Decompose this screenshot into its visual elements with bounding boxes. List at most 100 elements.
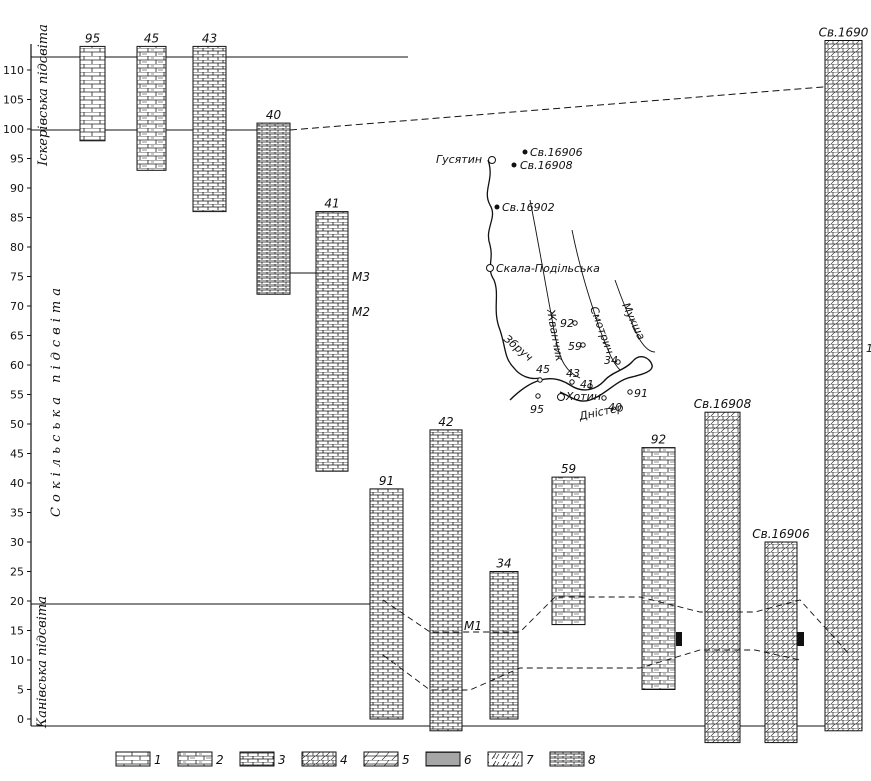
- well-16902-marker: [494, 204, 500, 210]
- column-sv16908: [704, 411, 741, 744]
- tick-label: 80: [10, 241, 24, 254]
- point-43-marker: [569, 379, 575, 385]
- point-45-marker: [537, 377, 543, 383]
- marker-m3: M3: [352, 270, 370, 284]
- column-91: [369, 488, 404, 720]
- column-92: [641, 447, 676, 690]
- black-marker-92: [676, 632, 682, 646]
- tick-label: 75: [10, 271, 24, 284]
- tick-label: 90: [10, 182, 24, 195]
- well-16906: Св.16906: [530, 146, 583, 159]
- point-43: 43: [566, 367, 580, 380]
- dniester-river: [509, 356, 653, 402]
- point-92: 92: [560, 317, 574, 330]
- river-mukscha: Мукша: [619, 301, 648, 342]
- smotrych-river: [571, 229, 621, 371]
- column-label-41: 41: [324, 197, 339, 211]
- marker-m2: M2: [352, 305, 370, 319]
- tick-label: 105: [3, 94, 24, 107]
- legend-label-8: 8: [588, 753, 596, 767]
- legend-label-3: 3: [278, 753, 286, 767]
- legend-label-1: 1: [154, 753, 162, 767]
- legend-label-6: 6: [464, 753, 472, 767]
- column-label-92: 92: [651, 433, 666, 447]
- point-59: 59: [568, 340, 582, 353]
- stage-label-kanivska: Канівська підсвіта: [35, 596, 50, 729]
- point-92-marker: [572, 320, 578, 326]
- mukscha-river: [614, 279, 656, 353]
- depth-ticks: 0510152025303540455055606570758085909510…: [3, 64, 31, 726]
- skala-marker: [486, 264, 494, 272]
- well-16908: Св.16908: [520, 159, 573, 172]
- column-34: [489, 571, 519, 720]
- zbruch-river: [486, 159, 541, 380]
- tick-label: 15: [10, 625, 24, 638]
- legend-swatch-3: [239, 751, 275, 767]
- place-skala: Скала-Подільська: [496, 262, 600, 275]
- legend-swatch-6: [425, 751, 461, 767]
- tick-label: 5: [17, 684, 24, 697]
- iskerivska-correlation-line: [289, 85, 836, 131]
- legend-label-2: 2: [216, 753, 224, 767]
- gusiatyn-marker: [488, 156, 496, 164]
- correlation-line-lower: [382, 649, 801, 691]
- legend-swatch-8: [549, 751, 585, 767]
- well-16902: Св.16902: [502, 201, 555, 214]
- well-16906-marker: [522, 149, 528, 155]
- legend-swatch-2: [177, 751, 213, 767]
- point-91: 91: [634, 387, 648, 400]
- tick-label: 20: [10, 595, 24, 608]
- point-91-marker: [627, 389, 633, 395]
- column-43: [192, 45, 227, 213]
- tick-label: 0: [17, 713, 24, 726]
- column-label-91: 91: [379, 474, 394, 488]
- column-label-40: 40: [266, 108, 282, 122]
- point-95-marker: [535, 393, 541, 399]
- place-gusiatyn: Гусятин: [436, 153, 482, 166]
- legend-label-4: 4: [340, 753, 348, 767]
- legend-label-7: 7: [526, 753, 534, 767]
- legend-label-5: 5: [402, 753, 410, 767]
- inset-map: Гусятин Скала-Подільська Хотин Св.16906 …: [436, 146, 656, 423]
- river-zhvanchyk: Жванчик: [544, 307, 566, 362]
- point-41-marker: [587, 383, 593, 389]
- tick-label: 55: [10, 389, 24, 402]
- column-label-95: 95: [85, 31, 100, 45]
- column-41: [315, 211, 349, 472]
- tick-label: 50: [10, 418, 24, 431]
- column-sv16906: [764, 541, 798, 744]
- legend-swatch-5: [363, 751, 399, 767]
- well-16908-marker: [511, 162, 517, 168]
- khotyn-marker: [557, 393, 565, 401]
- column-label-59: 59: [561, 462, 576, 476]
- point-34: 34: [604, 354, 618, 367]
- correlation-line-upper: [382, 596, 851, 656]
- tick-label: 35: [10, 507, 24, 520]
- tick-label: 30: [10, 536, 24, 549]
- column-sv1690: [824, 40, 863, 732]
- legend: 1 2 3 4 5 6 7 8: [115, 751, 596, 767]
- column-label-43: 43: [202, 31, 217, 45]
- tick-label: 25: [10, 566, 24, 579]
- legend-swatch-1: [115, 751, 151, 767]
- point-41: 41: [580, 378, 594, 391]
- river-smotrych: Смотрич: [587, 305, 616, 357]
- tick-label: 95: [10, 153, 24, 166]
- column-45: [136, 45, 167, 171]
- point-95: 95: [530, 403, 544, 416]
- column-59: [551, 476, 586, 626]
- point-45: 45: [536, 363, 550, 376]
- zhvanchyk-river: [529, 199, 581, 379]
- point-40: 40: [608, 401, 622, 414]
- correlation-lines: [290, 272, 851, 691]
- column-label-34: 34: [496, 557, 511, 571]
- river-zbruch: Збруч: [501, 332, 536, 364]
- stage-label-iskerivska: Іскерівська підсвіта: [36, 24, 51, 167]
- column-label-sv16908: Св.16908: [694, 397, 752, 411]
- tick-label: 60: [10, 359, 24, 372]
- tick-label: 85: [10, 212, 24, 225]
- legend-swatch-7: [487, 751, 523, 767]
- tick-label: 70: [10, 300, 24, 313]
